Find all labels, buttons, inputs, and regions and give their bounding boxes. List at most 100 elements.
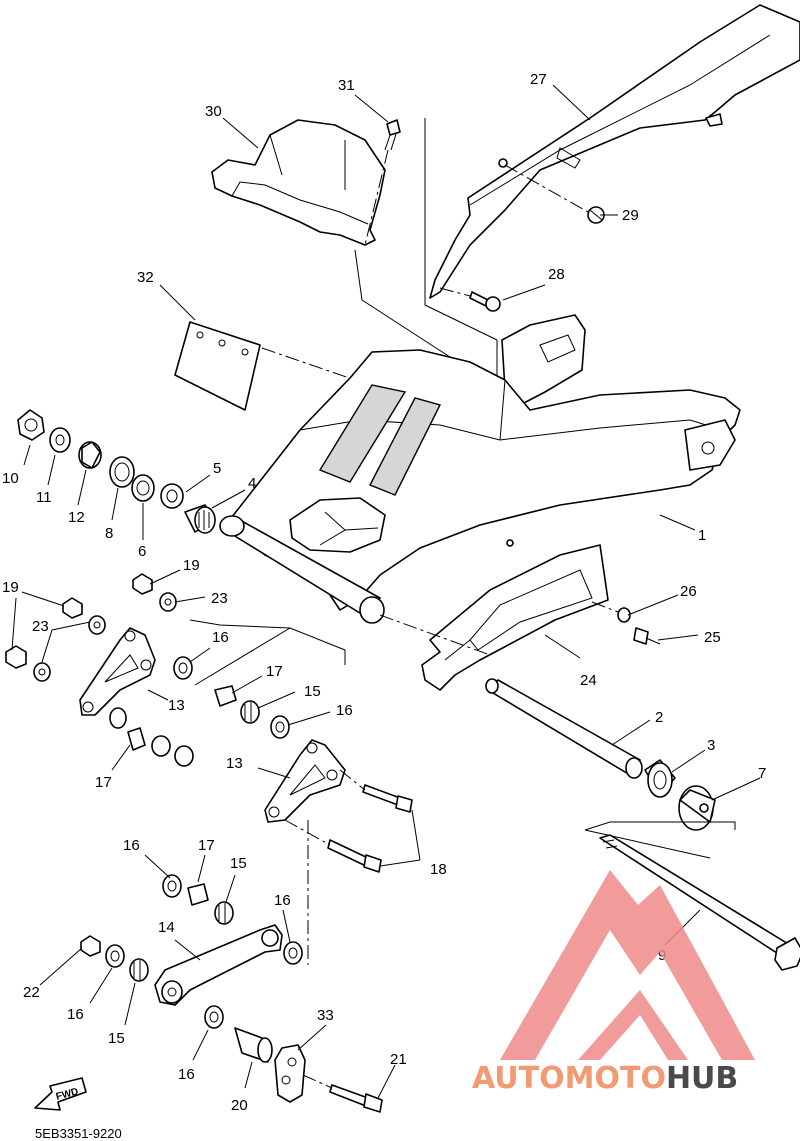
callout-28: 28 xyxy=(548,266,565,283)
callout-20: 20 xyxy=(231,1097,248,1114)
callout-13: 13 xyxy=(168,697,185,714)
relay-arm-part-13-b xyxy=(264,739,346,823)
callout-7: 7 xyxy=(758,765,766,782)
callout-15: 15 xyxy=(304,683,321,700)
callout-27: 27 xyxy=(530,71,547,88)
callout-30: 30 xyxy=(205,103,222,120)
callout-4: 4 xyxy=(248,475,256,492)
through-bolt-part-9 xyxy=(599,834,800,971)
washer-part-11 xyxy=(49,427,71,453)
collar-part-17-b xyxy=(187,883,209,906)
callout-16: 16 xyxy=(212,629,229,646)
callout-22: 22 xyxy=(23,984,40,1001)
nut-part-19-b xyxy=(62,597,83,619)
callout-23-b: 23 xyxy=(32,618,49,635)
washer-part-23-c xyxy=(33,662,51,682)
seal-part-16-c xyxy=(162,874,182,898)
callout-15-b: 15 xyxy=(230,855,247,872)
cover-part-30 xyxy=(211,119,386,246)
axle-part-2 xyxy=(485,678,643,779)
callout-16-d: 16 xyxy=(274,892,291,909)
callout-17-c: 17 xyxy=(198,837,215,854)
seal-part-16-d xyxy=(283,941,303,965)
bolt-part-18 xyxy=(362,784,413,813)
callout-18: 18 xyxy=(430,861,447,878)
collar-part-6 xyxy=(131,474,155,502)
callout-24: 24 xyxy=(580,672,597,689)
callout-23: 23 xyxy=(211,590,228,607)
callout-25: 25 xyxy=(704,629,721,646)
collar-part-20 xyxy=(234,1027,273,1063)
bearing-part-15-b xyxy=(214,901,234,925)
bearing-part-4 xyxy=(184,504,216,534)
bracket-part-33 xyxy=(274,1044,306,1103)
watermark-part3: HUB xyxy=(666,1061,738,1096)
watermark-logo-cutout xyxy=(600,1015,668,1060)
callout-16-b: 16 xyxy=(336,702,353,719)
bolt-part-28 xyxy=(469,291,501,312)
washer-part-26 xyxy=(617,607,631,623)
cap-part-12 xyxy=(78,441,102,469)
bolt-part-25 xyxy=(633,627,661,645)
callout-13-b: 13 xyxy=(226,755,243,772)
nut-part-19-c xyxy=(5,645,27,669)
collar-part-17 xyxy=(214,685,237,707)
bolt-part-18-b xyxy=(327,839,382,873)
watermark-part1: AUTO xyxy=(472,1061,565,1096)
callout-33: 33 xyxy=(317,1007,334,1024)
callout-16-e: 16 xyxy=(67,1006,84,1023)
callout-32: 32 xyxy=(137,269,154,286)
bearing-part-15-c xyxy=(129,958,149,982)
seal-part-8 xyxy=(109,456,135,488)
callout-31: 31 xyxy=(338,77,355,94)
washer-part-23 xyxy=(159,592,177,612)
swingarm-part-1 xyxy=(219,314,741,624)
leader-lines xyxy=(11,84,761,1099)
callout-11: 11 xyxy=(36,489,52,506)
bearing-part-3 xyxy=(644,759,676,798)
callout-17: 17 xyxy=(266,663,283,680)
callout-15-c: 15 xyxy=(108,1030,125,1047)
seal-part-16-b xyxy=(270,715,290,739)
callout-29: 29 xyxy=(622,207,639,224)
bearing-part-17 xyxy=(109,707,194,767)
callout-12: 12 xyxy=(68,509,85,526)
callout-8: 8 xyxy=(105,525,113,542)
bolt-part-21 xyxy=(329,1084,383,1113)
callout-2: 2 xyxy=(655,709,663,726)
watermark-logo-shape xyxy=(500,870,755,1060)
watermark-part2: MOTO xyxy=(565,1061,666,1096)
plate-part-32 xyxy=(174,321,261,411)
seal-part-16-e xyxy=(105,944,125,968)
connecting-rod-part-14 xyxy=(154,924,283,1006)
callout-21: 21 xyxy=(390,1051,407,1068)
relay-arm-part-13 xyxy=(79,627,156,716)
seal-part-16 xyxy=(173,656,193,680)
diagram-code: 5EB3351-9220 xyxy=(35,1126,122,1141)
callout-6: 6 xyxy=(138,543,146,560)
callout-5: 5 xyxy=(213,460,221,477)
callout-1: 1 xyxy=(698,527,706,544)
washer-part-5 xyxy=(160,483,184,509)
watermark-logo-icon xyxy=(500,870,755,1060)
bearing-part-15 xyxy=(240,700,260,724)
callout-26: 26 xyxy=(680,583,697,600)
callout-numbers: 1 2 3 4 5 6 7 8 9 10 11 12 13 13 14 15 1… xyxy=(2,71,766,1114)
fwd-arrow-icon: FWD xyxy=(34,1077,87,1111)
seal-part-16-f xyxy=(204,1005,224,1029)
washer-part-23-b xyxy=(88,615,106,635)
watermark-text: AUTOMOTOHUB xyxy=(472,1061,738,1096)
chain-guard-part-27 xyxy=(429,4,800,299)
collar-part-7 xyxy=(678,785,716,831)
nut-part-10 xyxy=(17,409,45,441)
callout-16-f: 16 xyxy=(178,1066,195,1083)
callout-16-c: 16 xyxy=(123,837,140,854)
screw-part-31 xyxy=(384,119,401,151)
nut-part-19 xyxy=(132,573,153,595)
callout-3: 3 xyxy=(707,737,715,754)
callout-10: 10 xyxy=(2,470,19,487)
callout-19-b: 19 xyxy=(2,579,19,596)
nut-part-22 xyxy=(80,935,101,957)
callout-17-b: 17 xyxy=(95,774,112,791)
